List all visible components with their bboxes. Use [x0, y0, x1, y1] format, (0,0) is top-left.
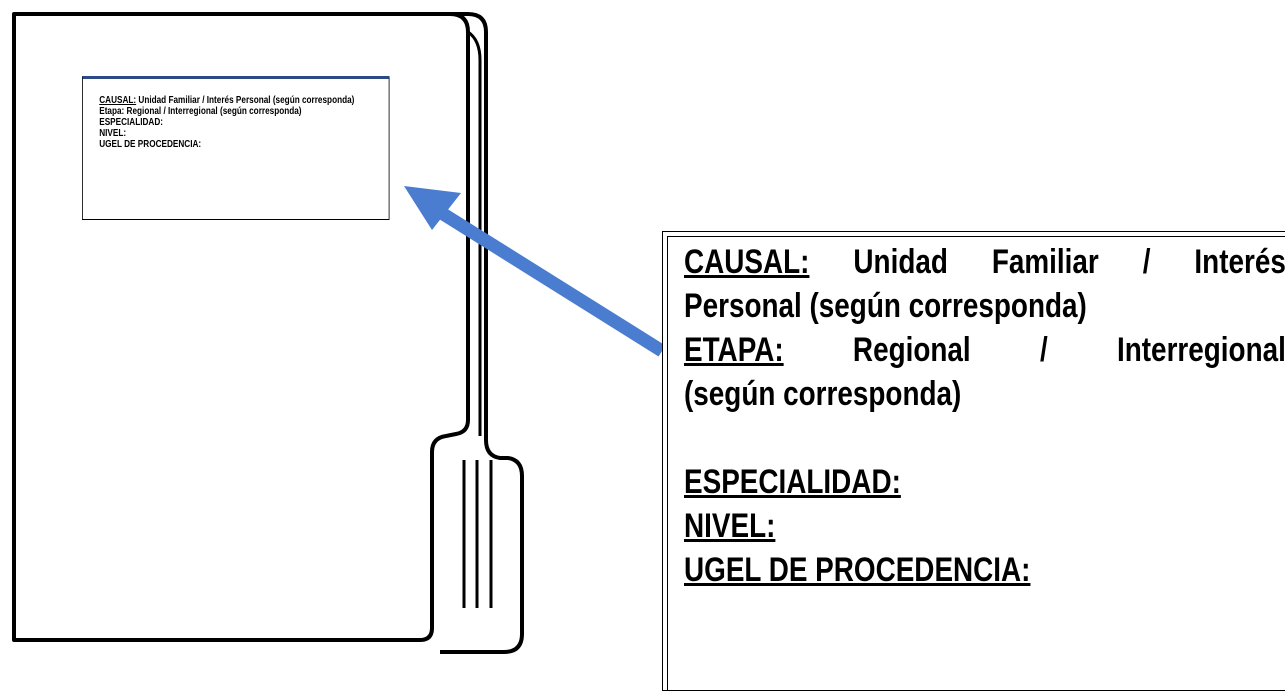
big-etapa-key: ETAPA:	[684, 331, 784, 369]
enlarged-label-frame	[662, 231, 1285, 691]
small-etapa-line: Etapa: Regional / Interregional (según c…	[99, 106, 302, 117]
folder-tab-fold	[467, 30, 482, 436]
enlarged-label-text: CAUSAL: Unidad Familiar / Interés Person…	[684, 240, 1285, 592]
big-etapa-line1: ETAPA: Regional / Interregional	[684, 328, 1285, 372]
big-etapa-w2: /	[1039, 331, 1048, 369]
small-causal-value: Unidad Familiar / Interés Personal (segú…	[136, 95, 355, 106]
big-causal-w2: Familiar	[991, 243, 1099, 281]
small-nivel: NIVEL:	[99, 128, 127, 139]
big-especialidad: ESPECIALIDAD:	[684, 463, 901, 501]
small-causal-key: CAUSAL:	[99, 95, 137, 106]
big-etapa-w3: Interregional	[1116, 331, 1285, 369]
big-etapa-line2: (según corresponda)	[684, 375, 962, 413]
big-etapa-w1: Regional	[852, 331, 971, 369]
arrow-head	[404, 186, 461, 230]
big-nivel: NIVEL:	[684, 507, 776, 545]
small-ugel: UGEL DE PROCEDENCIA:	[99, 139, 202, 150]
folder-small-label: CAUSAL: Unidad Familiar / Interés Person…	[82, 76, 390, 220]
small-causal-line: CAUSAL: Unidad Familiar / Interés Person…	[99, 95, 384, 106]
big-causal-w1: Unidad	[853, 243, 948, 281]
big-causal-key: CAUSAL:	[684, 243, 810, 281]
big-causal-line2: Personal (según corresponda)	[684, 287, 1087, 325]
big-ugel: UGEL DE PROCEDENCIA:	[684, 551, 1031, 589]
small-especialidad: ESPECIALIDAD:	[99, 117, 164, 128]
big-causal-w4: Interés	[1194, 243, 1285, 281]
big-blank-line	[684, 416, 1285, 460]
big-causal-line1: CAUSAL: Unidad Familiar / Interés	[684, 240, 1285, 284]
big-causal-w3: /	[1142, 243, 1151, 281]
arrow-shaft	[436, 206, 666, 357]
folder-back-sheet	[14, 12, 524, 654]
